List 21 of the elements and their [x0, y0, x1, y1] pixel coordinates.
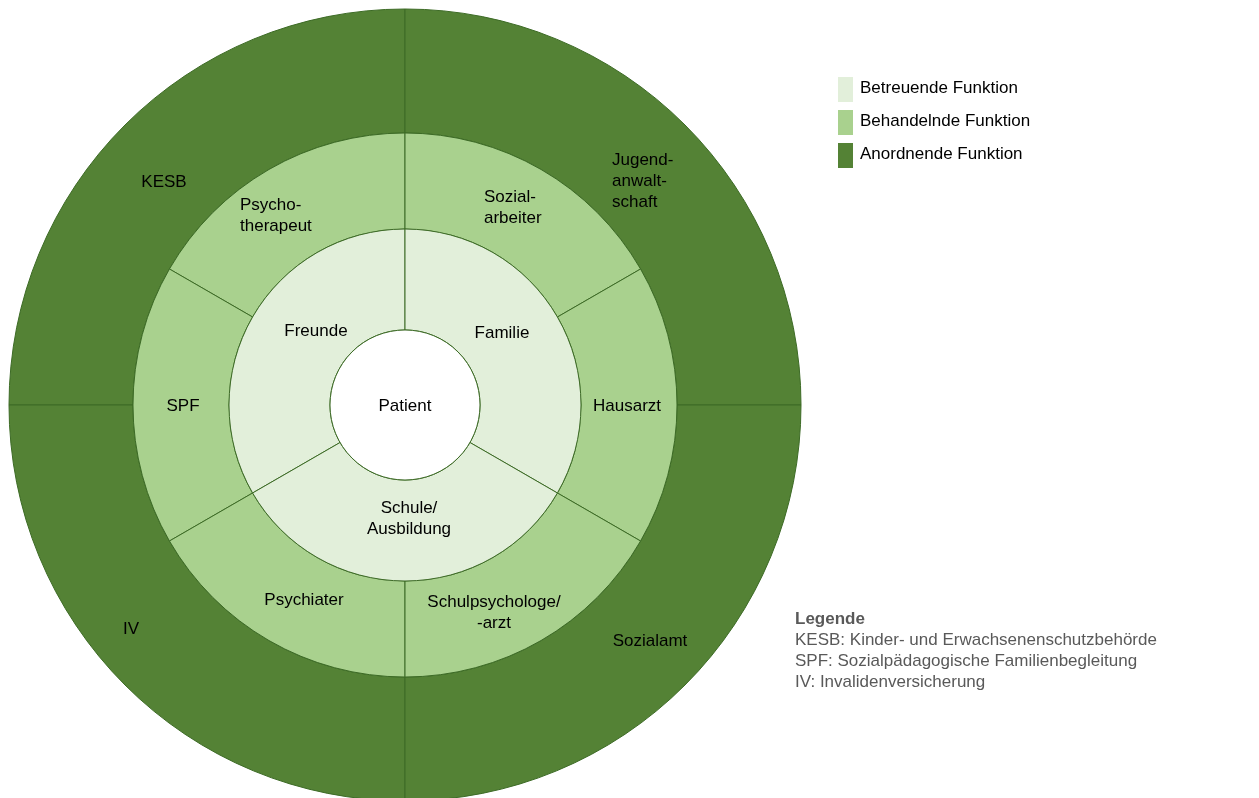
- segment-label: IV: [121, 617, 141, 639]
- segment-label: Freunde: [283, 319, 349, 341]
- segment-label: SPF: [165, 394, 201, 416]
- segment-label: Jugend- anwalt- schaft: [612, 148, 675, 212]
- legend-heading: Legende: [795, 608, 865, 629]
- segment-label: Psychiater: [263, 588, 345, 610]
- segment-label: Psycho- therapeut: [240, 194, 313, 236]
- segment-label: Schule/ Ausbildung: [365, 497, 453, 539]
- segment-label: Schulpsychologe/ -arzt: [426, 591, 562, 633]
- segment-label: Hausarzt: [592, 394, 662, 416]
- abbreviation-note: IV: Invalidenversicherung: [795, 671, 986, 692]
- abbreviation-note: KESB: Kinder- und Erwachsenenschutzbehörde: [795, 629, 1157, 650]
- legend-label: Behandelnde Funktion: [860, 111, 1031, 131]
- segment-label: KESB: [140, 170, 188, 192]
- abbreviation-note: SPF: Sozialpädagogische Familienbegleitung: [795, 650, 1138, 671]
- segment-label: Sozial- arbeiter: [484, 186, 543, 228]
- legend-label: Betreuende Funktion: [860, 78, 1018, 98]
- segment-label: Patient: [377, 394, 433, 416]
- legend-label: Anordnende Funktion: [860, 144, 1023, 164]
- segment-label: Familie: [473, 321, 531, 343]
- segment-label: Sozialamt: [611, 629, 689, 651]
